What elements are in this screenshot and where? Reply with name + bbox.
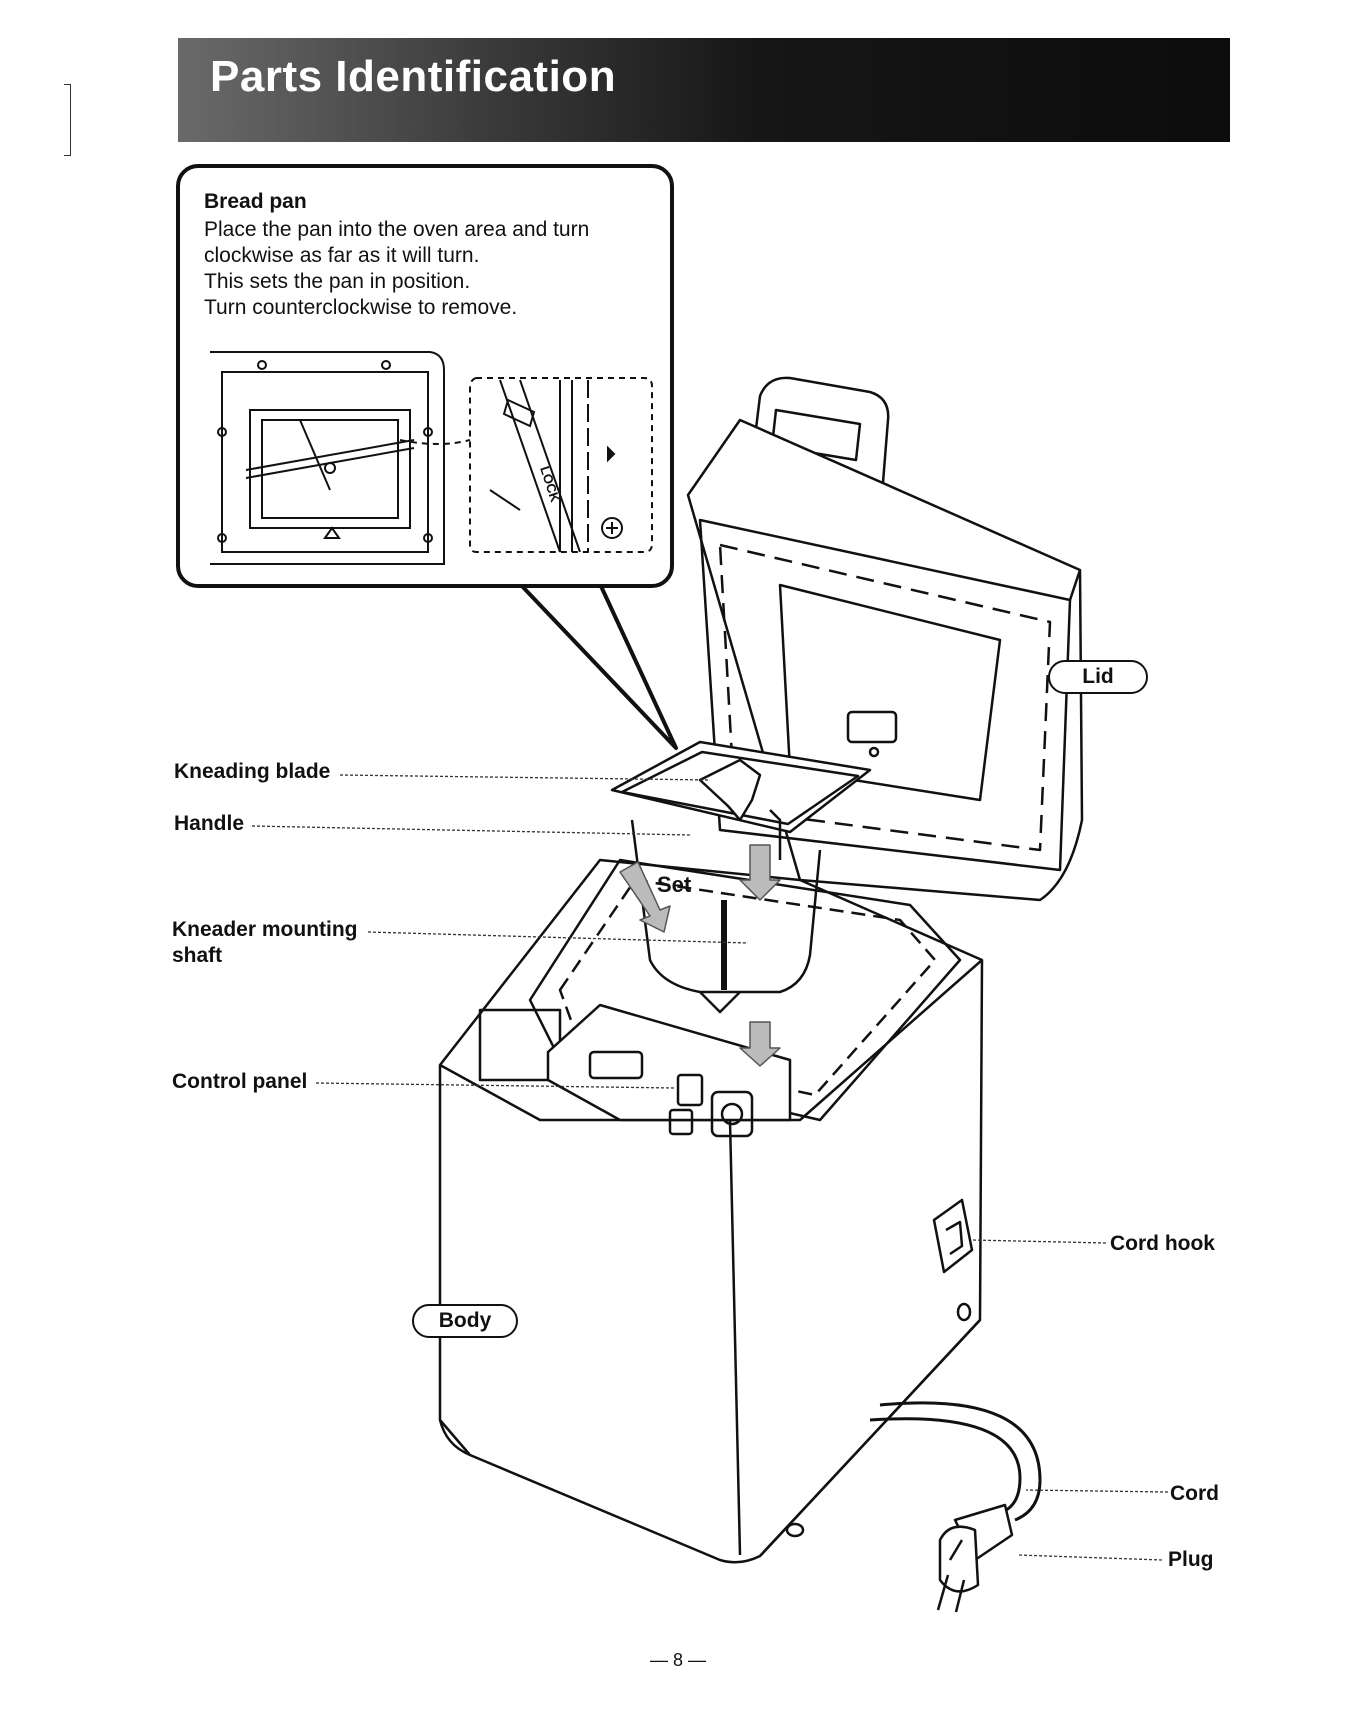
page-number: — 8 — [650,1650,706,1671]
leader-kneading-blade [340,775,710,780]
label-handle: Handle [174,812,244,836]
leader-kneader-mounting-shaft [368,932,748,943]
label-control-panel: Control panel [172,1070,307,1094]
label-lid: Lid [1048,660,1148,694]
label-cord-hook: Cord hook [1110,1232,1215,1256]
leader-plug [1018,1555,1162,1560]
label-body: Body [412,1304,518,1338]
label-kneader-mounting-1: Kneader mounting [172,918,358,942]
leader-cord [1026,1490,1168,1492]
label-kneading-blade: Kneading blade [174,760,330,784]
leader-cord-hook [972,1240,1106,1243]
leader-control-panel [316,1083,674,1088]
label-cord: Cord [1170,1482,1219,1506]
label-plug: Plug [1168,1548,1214,1572]
leader-handle [252,826,690,835]
label-kneader-mounting-2: shaft [172,944,222,968]
set-label: Set [657,872,691,898]
